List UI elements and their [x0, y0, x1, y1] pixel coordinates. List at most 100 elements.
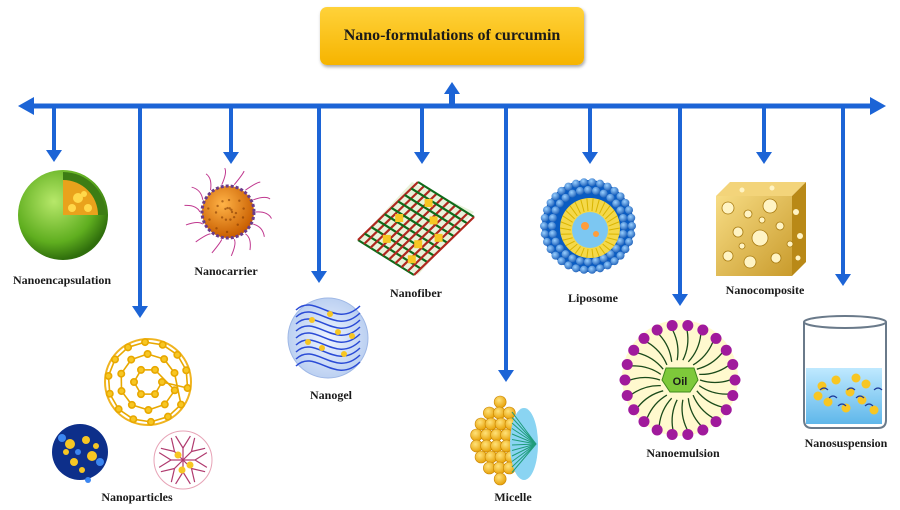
- micelle-tail: [511, 443, 537, 468]
- gel-network-strand: [295, 346, 361, 357]
- surfactant-head: [666, 320, 678, 332]
- drop-arrow-head: [756, 152, 772, 164]
- core-dot: [214, 211, 218, 214]
- oil-core-label: Oil: [673, 376, 688, 388]
- cage-atom: [124, 343, 133, 352]
- dendrimer-branch: [170, 437, 176, 452]
- surfactant-tail: [672, 330, 679, 361]
- surfactant-head: [720, 344, 732, 356]
- lipid-tail: [560, 221, 572, 227]
- surfactant-head: [651, 424, 663, 436]
- curcumin-dot: [93, 443, 99, 449]
- lipid-head: [555, 244, 564, 253]
- liposome-illustration: [540, 178, 636, 274]
- lipid-tail: [565, 240, 575, 247]
- core-dot: [215, 227, 218, 230]
- lipid-head: [540, 222, 548, 230]
- lipid-tail: [608, 227, 621, 231]
- surfactant-head: [638, 332, 650, 344]
- lipid-head: [596, 264, 605, 273]
- stabilizer-chain: [855, 395, 865, 399]
- cage-atom: [143, 350, 152, 359]
- polymer-chain: [245, 233, 251, 251]
- dendrimer-branch: [190, 437, 196, 452]
- surfactant-tail: [687, 334, 702, 363]
- cage-atom: [141, 338, 150, 347]
- surfactant-tail: [696, 390, 723, 408]
- drop-arrow-head: [46, 150, 62, 162]
- cage-atom: [129, 415, 138, 424]
- core-dot: [238, 199, 241, 202]
- pore: [786, 240, 794, 248]
- curcumin-particle: [869, 405, 879, 415]
- lipid-tail: [586, 198, 589, 212]
- cage-atom: [173, 350, 182, 359]
- lipid-head: [564, 261, 573, 270]
- lipid-head: [551, 206, 560, 215]
- polymer-chain: [245, 181, 261, 191]
- lipid-head: [551, 192, 560, 201]
- lipid-head: [542, 206, 551, 215]
- drop-arrow-head: [223, 152, 239, 164]
- lipid-head: [548, 213, 557, 222]
- cage-atom: [144, 405, 153, 414]
- gel-network-strand: [295, 353, 361, 364]
- surfactant-tail: [658, 334, 673, 362]
- micelle-head: [503, 406, 516, 420]
- core-dot: [226, 206, 229, 210]
- lipid-head: [612, 199, 621, 208]
- surfactant-head: [628, 344, 640, 356]
- surfactant-head: [729, 374, 741, 386]
- polymer-chain: [221, 167, 226, 185]
- cage-atom: [105, 389, 114, 398]
- lipid-head: [571, 179, 580, 188]
- dendrimer-branch: [182, 451, 192, 461]
- lipid-head: [568, 189, 577, 198]
- lipid-head: [557, 257, 566, 266]
- curcumin-dot: [309, 317, 315, 323]
- surfactant-tail: [646, 341, 668, 366]
- curcumin-dot: [335, 329, 341, 335]
- surfactant-head: [666, 428, 678, 440]
- lipid-head: [546, 245, 555, 254]
- pore: [758, 216, 766, 224]
- fiber: [394, 204, 457, 265]
- micelle-head: [493, 472, 507, 486]
- fiber: [363, 185, 425, 245]
- cage-atom: [170, 368, 179, 377]
- surfactant-tail: [631, 384, 661, 395]
- curcumin-dot: [70, 458, 78, 466]
- lipid-head: [551, 237, 560, 246]
- stabilizer-chain: [837, 403, 847, 407]
- polymer-chain: [230, 239, 236, 257]
- lipid-tail: [602, 243, 611, 251]
- lipid-tail: [562, 237, 573, 241]
- dendrimer-branch: [194, 452, 208, 461]
- surfactant-head: [621, 389, 633, 401]
- surfactant-tail: [692, 394, 714, 419]
- connector-arrows: [18, 82, 886, 382]
- label-nanoparticles: Nanoparticles: [101, 490, 173, 504]
- dendrimer-branch: [191, 447, 206, 453]
- lipid-head: [575, 186, 584, 195]
- dendrimer-branch: [182, 471, 191, 485]
- pore: [793, 209, 799, 215]
- drop-arrow-head: [835, 274, 851, 286]
- drop-arrow-head: [132, 306, 148, 318]
- polymer-chain: [233, 170, 245, 186]
- core-dot: [230, 210, 234, 214]
- lipid-head: [616, 192, 625, 201]
- surfactant-tail: [696, 352, 723, 370]
- core-dot: [220, 216, 224, 219]
- polymer-chain: [253, 196, 271, 201]
- nanosuspension-illustration: [803, 315, 887, 429]
- lipid-head: [540, 213, 549, 222]
- fiber: [357, 181, 419, 241]
- label-nanocarrier: Nanocarrier: [194, 264, 258, 278]
- curcumin-dot: [63, 449, 69, 455]
- dendrimer-branch: [174, 459, 184, 469]
- fiber: [410, 187, 468, 225]
- pore: [769, 185, 775, 191]
- pore: [775, 221, 785, 231]
